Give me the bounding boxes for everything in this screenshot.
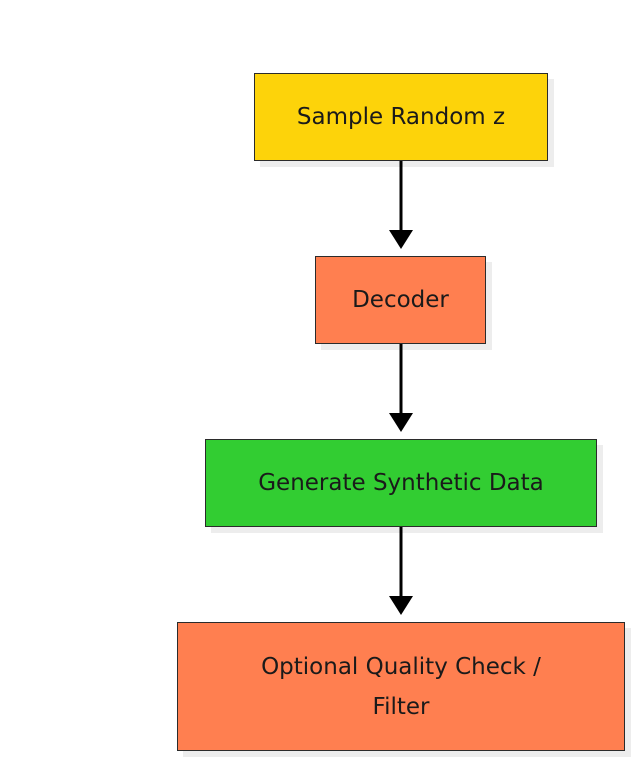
- generate-synthetic-data-node: Generate Synthetic Data: [205, 439, 597, 527]
- arrowhead-icon: [389, 596, 413, 615]
- edge-generate-to-quality-check: [389, 527, 413, 615]
- sample-random-z-node: Sample Random z: [254, 73, 548, 161]
- arrowhead-icon: [389, 230, 413, 249]
- quality-check-filter-node: Optional Quality Check / Filter: [177, 622, 625, 751]
- node-label: Sample Random z: [296, 104, 506, 130]
- arrowhead-icon: [389, 413, 413, 432]
- edge-decoder-to-generate: [389, 344, 413, 432]
- edge-sample-to-decoder: [389, 161, 413, 249]
- node-label: Optional Quality Check / Filter: [261, 653, 541, 720]
- decoder-node: Decoder: [315, 256, 486, 344]
- node-label: Decoder: [352, 287, 449, 313]
- node-label: Generate Synthetic Data: [258, 470, 544, 496]
